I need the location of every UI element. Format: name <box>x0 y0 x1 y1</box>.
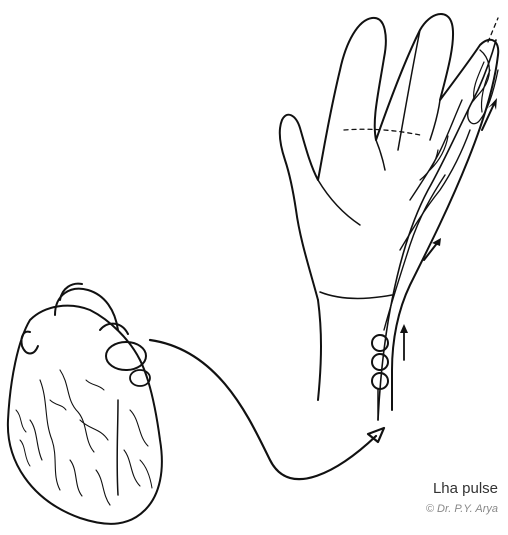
vessel-opening <box>106 342 146 370</box>
knuckle-line <box>344 129 420 135</box>
hand-outline <box>280 14 498 410</box>
artery-branch-3 <box>410 100 462 200</box>
palm-crease <box>318 180 360 225</box>
fingertip-dash <box>488 18 498 42</box>
heart-groove <box>117 400 118 495</box>
pulse-point-circle <box>372 354 388 370</box>
artery-branch-1 <box>384 175 445 330</box>
wrist-left-edge <box>318 300 321 400</box>
finger-contour <box>398 30 420 150</box>
artery-lines <box>378 18 498 420</box>
diagram-caption: Lha pulse <box>433 480 498 497</box>
finger-gap-2 <box>430 100 440 140</box>
connector-arrow <box>150 340 384 479</box>
flow-curve <box>150 340 376 479</box>
wrist-crease <box>320 292 392 298</box>
arrow-icon <box>400 324 408 360</box>
heart-shading <box>16 380 152 488</box>
coronary-vessels <box>30 370 148 505</box>
finger-gap-1 <box>376 140 385 170</box>
pulse-points <box>372 335 388 420</box>
vessel-right <box>100 324 128 334</box>
fingertip-swirl <box>468 50 498 124</box>
aorta-top <box>60 284 82 300</box>
copyright-credit: © Dr. P.Y. Arya <box>426 503 498 515</box>
hand-illustration <box>280 14 498 410</box>
heart-illustration <box>8 284 162 524</box>
heart-outline <box>8 306 162 524</box>
hand-arrows <box>400 98 497 360</box>
